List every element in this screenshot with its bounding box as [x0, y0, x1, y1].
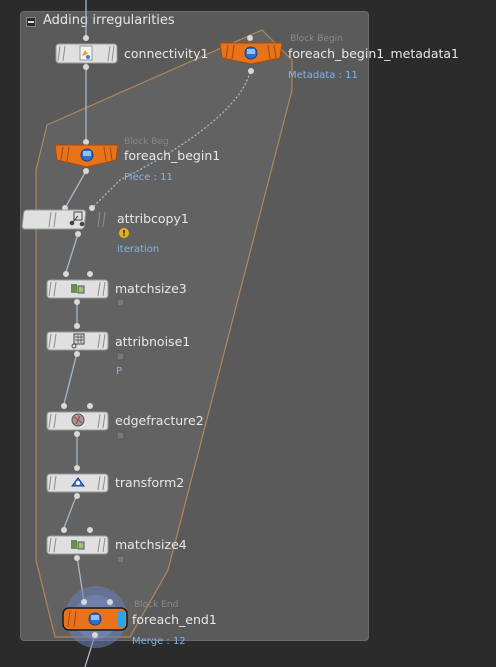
node-sub-label: Piece : 11 — [124, 172, 173, 183]
wire-foreach-attribcopy — [64, 170, 87, 209]
bypass-flag-icon — [116, 555, 125, 564]
minus-icon[interactable] — [26, 17, 36, 27]
node-label: attribcopy1 — [117, 211, 189, 226]
node-label: foreach_begin1_metadata1 — [288, 46, 459, 61]
node-foreach-begin-metadata1[interactable]: Block Begin foreach_begin1_metadata1 Met… — [219, 34, 459, 81]
attribcopy-icon — [69, 211, 85, 227]
matchsize-icon — [71, 284, 85, 294]
network-box-header[interactable]: Adding irregularities — [21, 12, 368, 32]
sop-block-icon — [88, 612, 102, 626]
node-ghost-label: Block Beg — [124, 137, 169, 147]
transform-icon — [71, 477, 85, 487]
node-edgefracture2[interactable]: edgefracture2 — [46, 403, 204, 440]
sop-block-icon — [80, 148, 94, 162]
node-label: connectivity1 — [124, 46, 208, 61]
node-label: transform2 — [115, 475, 184, 490]
node-foreach-begin1[interactable]: Block Beg foreach_begin1 Piece : 11 — [54, 137, 220, 183]
node-label: matchsize3 — [115, 281, 187, 296]
node-matchsize3[interactable]: matchsize3 — [46, 271, 187, 307]
node-label: foreach_begin1 — [124, 148, 220, 163]
wire-metadata-attribcopy — [91, 71, 251, 209]
connectivity-icon — [79, 45, 93, 61]
edgefracture-icon — [71, 413, 85, 427]
network-box-title: Adding irregularities — [43, 13, 175, 28]
node-label: attribnoise1 — [115, 334, 190, 349]
node-label: edgefracture2 — [115, 413, 204, 428]
sop-block-icon — [244, 46, 258, 60]
bypass-flag-icon — [116, 298, 125, 307]
node-sub-label: P — [116, 366, 122, 377]
node-label: foreach_end1 — [132, 612, 217, 627]
bypass-flag-icon — [116, 352, 125, 361]
node-sub-label: Metadata : 11 — [288, 70, 358, 81]
node-attribcopy1[interactable]: attribcopy1 iteration — [21, 205, 189, 255]
wire-attribnoise-edgefracture — [63, 352, 78, 405]
node-connectivity1[interactable]: connectivity1 — [55, 35, 208, 70]
attribnoise-icon — [71, 333, 85, 349]
node-sub-label: iteration — [117, 244, 159, 255]
wire-attribcopy-matchsize3 — [65, 233, 79, 273]
node-foreach-end1[interactable]: Block End foreach_end1 Merge : 12 — [62, 586, 217, 648]
node-ghost-label: Block End — [134, 600, 178, 610]
warning-icon — [119, 228, 129, 238]
matchsize-icon — [71, 540, 85, 550]
node-sub-label: Merge : 12 — [132, 636, 186, 647]
node-transform2[interactable]: transform2 — [46, 465, 184, 499]
node-label: matchsize4 — [115, 537, 187, 552]
node-matchsize4[interactable]: matchsize4 — [46, 527, 187, 564]
node-attribnoise1[interactable]: attribnoise1 P — [46, 323, 190, 377]
wire-transform-matchsize4 — [63, 493, 78, 529]
node-ghost-label: Block Begin — [290, 34, 343, 44]
bypass-flag-icon — [116, 431, 125, 440]
